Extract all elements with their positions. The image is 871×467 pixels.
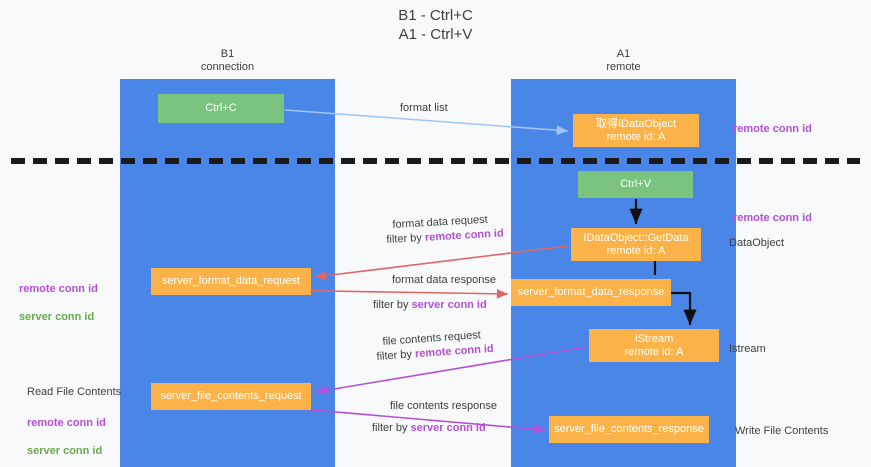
annotation-left-remote-conn-id-2: remote conn id (27, 417, 106, 429)
edge-label-format-data-response: format data response (392, 274, 496, 286)
filter-value-server-conn-id: server conn id (411, 299, 487, 311)
node-server-format-data-request[interactable]: server_format_data_request (151, 268, 311, 295)
phase-divider-dashed-line (11, 158, 860, 164)
swimlane-header-a1: A1 remote (606, 48, 641, 73)
annotation-left-remote-conn-id: remote conn id (19, 283, 98, 295)
annotation-left-conn-ids-bottom: remote conn id server conn id (27, 402, 106, 467)
filter-prefix: filter by (376, 348, 416, 363)
node-server-file-contents-request[interactable]: server_file_contents_request (151, 383, 311, 410)
filter-prefix: filter by (386, 231, 426, 246)
annotation-right-remote-conn-id-top: remote conn id (733, 123, 812, 135)
filter-value-remote-conn-id: remote conn id (414, 342, 495, 361)
annotation-right-write-file-contents: Write File Contents (735, 425, 829, 437)
annotation-left-server-conn-id: server conn id (19, 311, 95, 323)
edge-label-format-list: format list (400, 102, 448, 114)
filter-value-server-conn-id: server conn id (410, 422, 486, 434)
node-idataobject-getdata[interactable]: IDataObject::GetData remote id: A (571, 228, 701, 261)
diagram-title: B1 - Ctrl+C A1 - Ctrl+V (398, 7, 473, 43)
edge-label-file-contents-response: file contents response (390, 400, 498, 412)
annotation-right-remote-conn-id-mid: remote conn id (733, 212, 812, 224)
node-istream[interactable]: IStream remote id: A (589, 329, 719, 362)
annotation-left-read-file-contents: Read File Contents (27, 386, 122, 398)
edge-label-file-contents-response-filter: filter by server conn id (372, 420, 486, 436)
edge-label-format-data-response-filter: filter by server conn id (373, 297, 487, 313)
annotation-left-conn-ids-top: remote conn id server conn id (19, 268, 98, 338)
annotation-right-dataobject: DataObject (729, 237, 785, 249)
node-ctrl-c[interactable]: Ctrl+C (158, 94, 284, 123)
node-server-format-data-response[interactable]: server_format_data_response (511, 279, 671, 306)
filter-prefix: filter by (372, 422, 411, 434)
node-ctrl-v[interactable]: Ctrl+V (578, 171, 693, 198)
swimlane-header-b1: B1 connection (200, 48, 255, 73)
annotation-right-istream: Istream (729, 343, 766, 355)
node-idataobject[interactable]: 取得IDataObject remote id: A (573, 114, 699, 147)
filter-prefix: filter by (373, 299, 412, 311)
filter-value-remote-conn-id: remote conn id (424, 227, 504, 244)
node-server-file-contents-response[interactable]: server_file_contents_response (549, 416, 709, 443)
annotation-left-server-conn-id-2: server conn id (27, 445, 103, 457)
